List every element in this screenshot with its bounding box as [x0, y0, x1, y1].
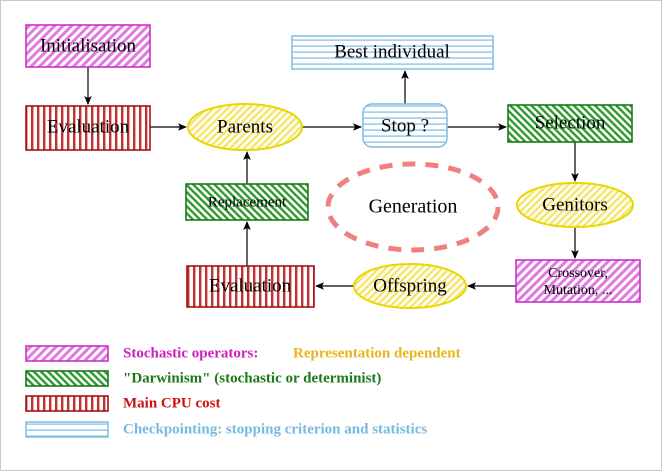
legend: Stochastic operators: Representation dep…	[25, 345, 461, 438]
node-evaluation-top[interactable]: Evaluation	[25, 105, 151, 151]
node-evaluation-bottom[interactable]: Evaluation	[186, 265, 315, 308]
node-initialisation[interactable]: Initialisation	[25, 24, 151, 68]
legend-row-main-cpu-cost: Main CPU cost	[25, 395, 221, 412]
node-selection[interactable]: Selection	[507, 104, 633, 143]
legend-row-checkpointing: Checkpointing: stopping criterion and st…	[25, 421, 427, 438]
node-offspring[interactable]: Offspring	[353, 263, 467, 309]
node-label-best-individual: Best individual	[334, 41, 450, 62]
legend-swatch-red-vertical	[25, 395, 109, 412]
edge-layer	[84, 67, 579, 290]
legend-swatch-magenta-diagonal	[25, 345, 109, 362]
node-label-replacement: Replacement	[208, 194, 287, 210]
node-label-offspring: Offspring	[373, 275, 447, 296]
node-best-individual[interactable]: Best individual	[291, 35, 494, 70]
legend-row-stochastic-operators: Stochastic operators: Representation dep…	[25, 345, 461, 362]
node-label-selection: Selection	[535, 112, 606, 133]
node-label-stop: Stop ?	[381, 115, 429, 136]
node-replacement[interactable]: Replacement	[185, 183, 309, 221]
node-label-evaluation-top: Evaluation	[47, 116, 130, 137]
node-label-evaluation-bottom: Evaluation	[209, 275, 292, 296]
legend-label-representation-dependent: Representation dependent	[293, 345, 461, 361]
node-label-crossover-line1: Crossover,	[548, 266, 608, 281]
legend-row-darwinism: "Darwinism" (stochastic or determinist)	[25, 370, 381, 387]
node-label-initialisation: Initialisation	[40, 35, 137, 56]
legend-swatch-green-diagonal	[25, 370, 109, 387]
node-label-crossover-line2: Mutation, ...	[544, 283, 613, 298]
node-label-generation: Generation	[369, 196, 458, 218]
node-genitors[interactable]: Genitors	[516, 182, 634, 228]
node-label-parents: Parents	[217, 116, 273, 137]
legend-label-stochastic-operators: Stochastic operators:	[123, 345, 258, 361]
legend-label-checkpointing: Checkpointing: stopping criterion and st…	[123, 421, 427, 437]
node-generation: Generation	[325, 161, 501, 253]
legend-label-main-cpu-cost: Main CPU cost	[123, 395, 221, 411]
node-parents[interactable]: Parents	[187, 103, 303, 151]
node-label-genitors: Genitors	[542, 194, 607, 215]
node-stop[interactable]: Stop ?	[362, 103, 448, 148]
node-crossover-mutation[interactable]: Crossover, Mutation, ...	[515, 259, 641, 303]
legend-label-darwinism: "Darwinism" (stochastic or determinist)	[123, 370, 381, 386]
legend-swatch-blue-horizontal	[25, 421, 109, 438]
